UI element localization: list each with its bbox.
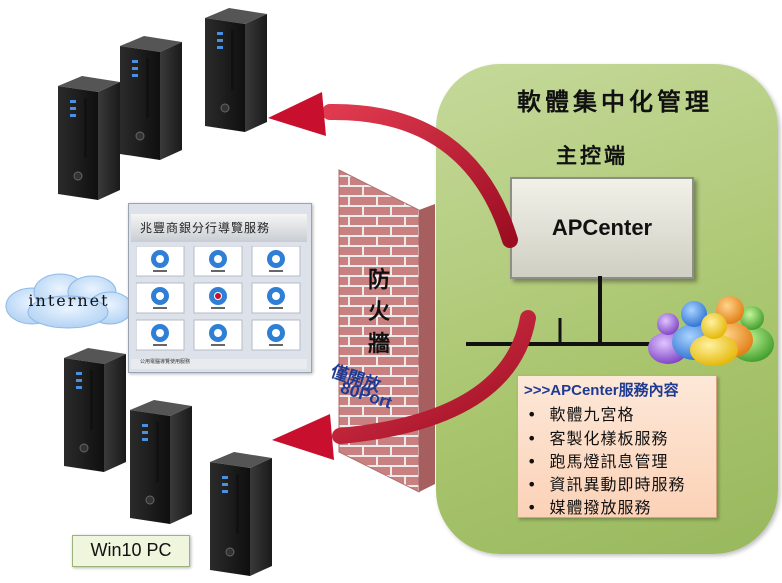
users-group-icon [648,296,774,366]
internet-label: internet [28,291,110,310]
panel-title: 軟體集中化管理 [517,87,713,116]
service-item-label: 資訊異動即時服務 [549,475,686,494]
kiosk-title: 兆豐商銀分行導覽服務 [140,221,271,235]
internet-cloud-icon [5,273,133,329]
services-header: >>>APCenter服務內容 [524,382,679,399]
bullet-icon: • [527,475,538,494]
service-item-label: 軟體九宮格 [549,405,635,424]
apcenter-label: APCenter [551,215,653,240]
win10-label: Win10 PC [90,540,172,560]
service-item: • 軟體九宮格 [527,401,634,425]
kiosk-footer-text: 公用電腦導覽使用服務 [140,359,191,365]
bullet-icon: • [527,452,538,471]
service-item-label: 跑馬燈訊息管理 [549,452,669,471]
service-item: • 媒體撥放服務 [527,494,651,518]
upper-arrow [322,103,518,248]
service-item-label: 媒體撥放服務 [549,498,652,517]
lower-arrowhead-icon [272,414,334,460]
service-item: • 跑馬燈訊息管理 [527,448,668,472]
lower-arrow [332,310,536,444]
firewall-char: 牆 [368,331,391,357]
service-item: • 資訊異動即時服務 [527,471,685,495]
win10-label-box [72,535,190,567]
kiosk-banner [131,214,307,242]
service-item-label: 客製化樣板服務 [549,429,669,448]
bullet-icon: • [527,405,538,424]
service-item: • 客製化樣板服務 [527,425,668,449]
services-box [517,375,717,518]
firewall-char: 火 [368,299,391,325]
bullet-icon: • [527,498,538,517]
console-label: 主控端 [556,143,628,168]
kiosk-footer [131,359,307,369]
bullet-icon: • [527,429,538,448]
upper-arrowhead-icon [268,92,326,136]
firewall-char: 防 [368,267,391,293]
kiosk-icon-grid [136,246,301,351]
